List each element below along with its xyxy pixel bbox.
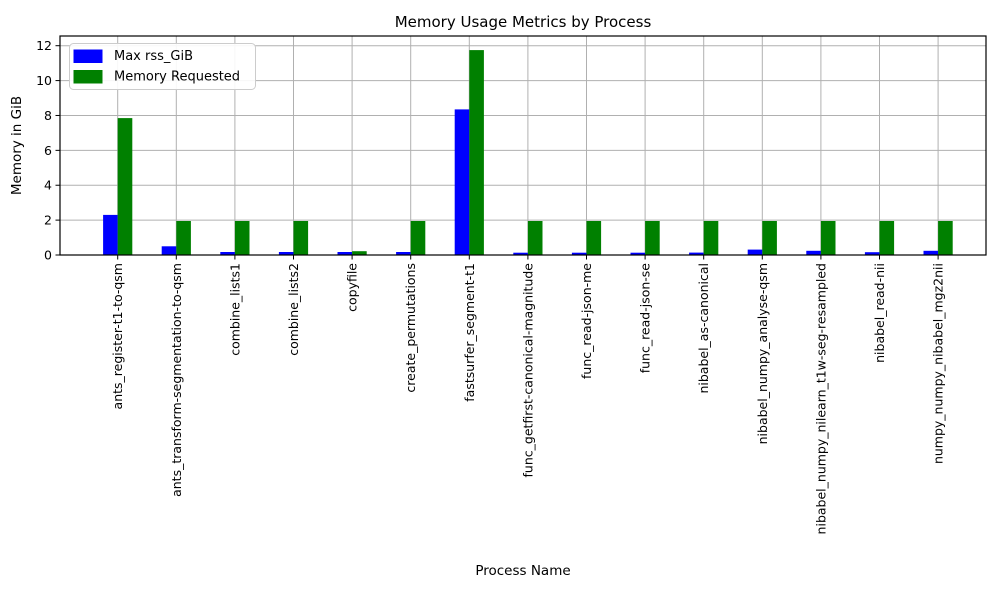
bar-series1-12 <box>820 221 836 255</box>
bar-series0-14 <box>923 250 939 255</box>
bar-series0-8 <box>571 252 587 255</box>
bar-series1-13 <box>879 221 895 255</box>
bar-series0-0 <box>103 214 118 255</box>
y-axis-label: Memory in GiB <box>9 96 25 195</box>
bar-series0-3 <box>278 252 294 255</box>
bar-series0-11 <box>747 249 763 255</box>
x-tick-label-2: combine_lists1 <box>227 263 242 356</box>
x-tick-label-7: func_getfirst-canonical-magnitude <box>520 263 535 478</box>
chart-title: Memory Usage Metrics by Process <box>395 13 652 31</box>
x-tick-label-6: fastsurfer_segment-t1 <box>462 263 477 402</box>
bar-series0-6 <box>454 109 470 256</box>
bars <box>103 50 953 256</box>
bar-series0-10 <box>689 252 704 255</box>
bar-series1-4 <box>352 251 367 255</box>
y-tick-label-12: 12 <box>36 38 52 53</box>
y-tick-label-2: 2 <box>44 213 52 228</box>
y-tick-label-4: 4 <box>44 178 52 193</box>
bar-series0-7 <box>513 252 528 255</box>
axes-spines <box>59 35 987 256</box>
x-tick-label-8: func_read-json-me <box>579 263 594 379</box>
bar-series0-5 <box>396 252 411 255</box>
legend-swatch-series1 <box>73 70 103 84</box>
bar-series0-2 <box>220 252 235 255</box>
legend-box <box>69 43 256 90</box>
x-tick-label-3: combine_lists2 <box>286 263 301 356</box>
bar-series1-6 <box>469 50 484 255</box>
bar-series1-3 <box>293 221 309 255</box>
bar-series1-11 <box>762 221 777 255</box>
x-tick-label-4: copyfile <box>345 263 360 312</box>
y-tick-label-0: 0 <box>44 248 52 263</box>
legend: Max rss_GiB Memory Requested <box>69 43 256 90</box>
bar-series1-14 <box>938 221 953 255</box>
legend-swatch-series0 <box>73 49 103 63</box>
y-tick-label-8: 8 <box>44 108 52 123</box>
x-axis-label: Process Name <box>475 563 570 579</box>
x-tick-label-5: create_permutations <box>403 263 418 393</box>
x-tick-label-14: numpy_numpy_nibabel_mgz2nii <box>931 263 946 464</box>
legend-label-series1: Memory Requested <box>114 70 240 85</box>
x-tick-label-0: ants_register-t1-to-qsm <box>110 263 125 409</box>
x-tick-label-10: nibabel_as-canonical <box>696 263 711 394</box>
bar-series0-1 <box>161 246 177 255</box>
bar-series0-13 <box>864 252 880 255</box>
bar-series0-4 <box>337 252 353 255</box>
bar-series1-8 <box>586 221 602 255</box>
x-tick-label-11: nibabel_numpy_analyse-qsm <box>755 263 770 444</box>
x-tick-label-9: func_read-json-se <box>638 263 653 374</box>
bar-series1-9 <box>645 221 660 255</box>
x-tick-label-12: nibabel_numpy_nilearn_t1w-seg-resampled <box>813 263 828 534</box>
y-tick-label-10: 10 <box>36 73 52 88</box>
y-tick-label-6: 6 <box>44 143 52 158</box>
bar-series1-7 <box>527 221 543 255</box>
bar-series0-12 <box>806 250 821 255</box>
bar-series1-10 <box>703 221 719 255</box>
bar-series0-9 <box>630 252 646 255</box>
x-tick-label-1: ants_transform-segmentation-to-qsm <box>169 263 184 497</box>
bar-series1-1 <box>176 221 191 255</box>
bar-series1-2 <box>234 221 250 255</box>
tick-marks <box>55 45 939 260</box>
bar-series1-0 <box>117 118 133 255</box>
bar-series1-5 <box>410 221 426 255</box>
legend-label-series0: Max rss_GiB <box>114 49 193 64</box>
x-tick-label-13: nibabel_read-nii <box>872 263 887 363</box>
